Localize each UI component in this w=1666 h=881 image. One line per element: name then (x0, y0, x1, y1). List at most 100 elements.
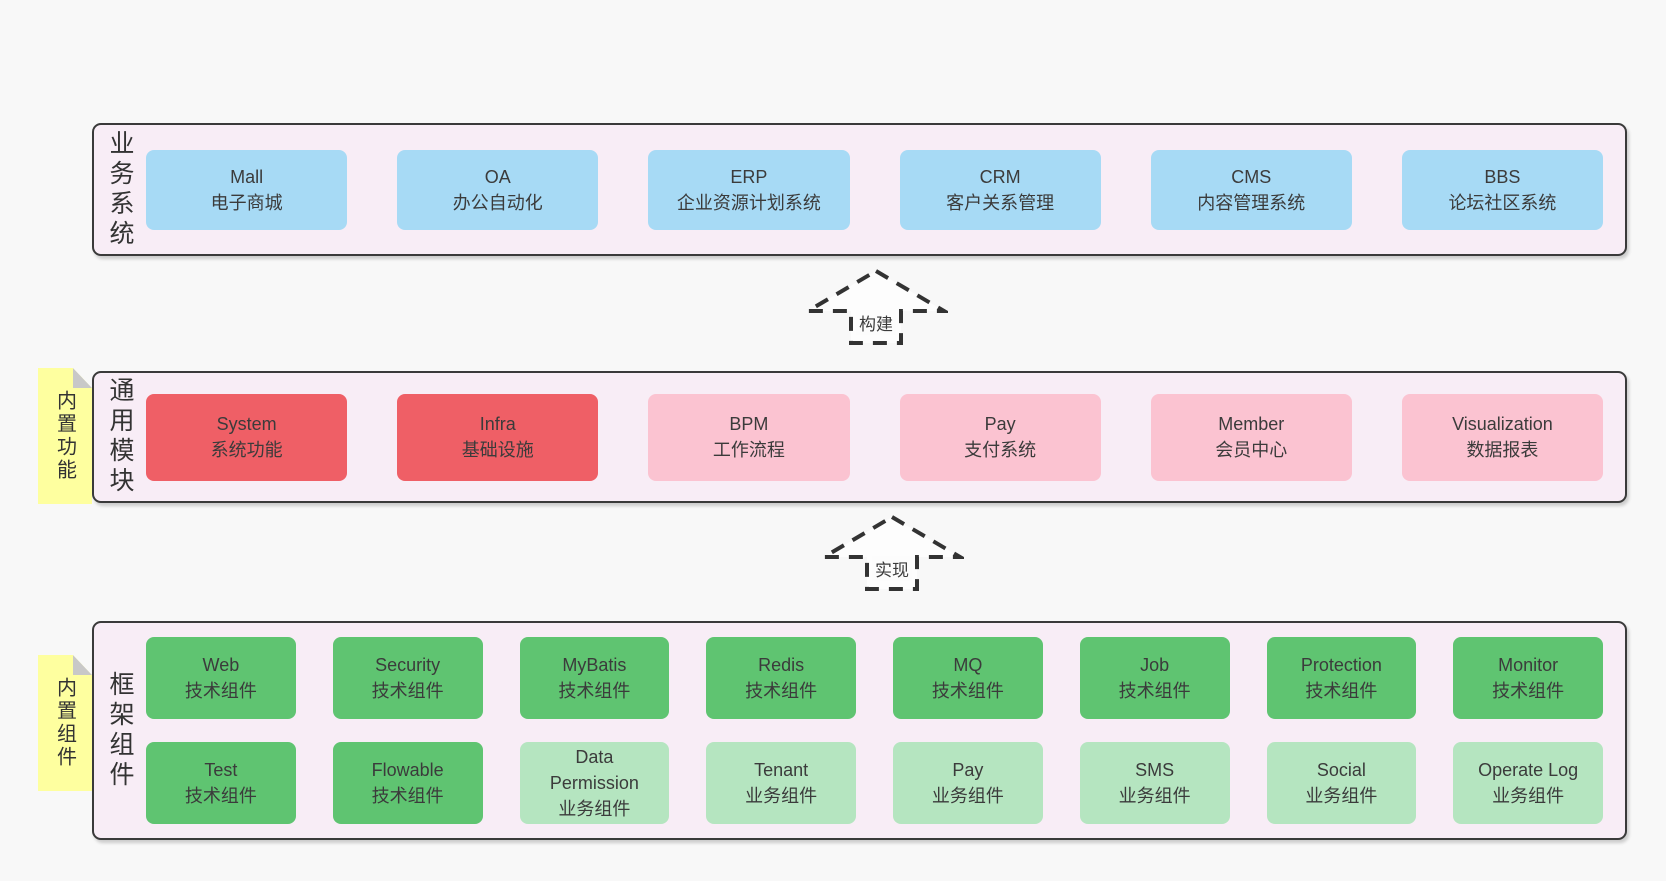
up-arrow-icon (820, 514, 964, 591)
component-name: Web (202, 655, 240, 675)
up-arrow-icon (804, 268, 948, 345)
component-box-social: Social 业务组件 (1266, 742, 1417, 824)
sticky-note-label: 内置组件 (53, 677, 76, 769)
component-subtitle: 业务组件 (1492, 786, 1565, 806)
component-subtitle: 业务组件 (1305, 786, 1378, 806)
component-subtitle: 技术组件 (371, 786, 444, 806)
component-subtitle: 技术组件 (184, 681, 257, 701)
component-name: Security (375, 655, 441, 675)
component-name: Mall (230, 166, 264, 187)
component-name: Social (1316, 760, 1366, 780)
component-name: Visualization (1452, 414, 1553, 434)
component-subtitle: 内容管理系统 (1197, 192, 1306, 213)
component-box-security: Security 技术组件 (332, 637, 483, 719)
component-subtitle: 客户关系管理 (946, 192, 1055, 213)
component-name: Redis (758, 655, 805, 675)
sticky-note-built-in-components: 内置组件 (38, 655, 92, 791)
component-subtitle: 数据报表 (1466, 440, 1539, 460)
component-box-crm: CRM 客户关系管理 (899, 149, 1101, 230)
arrow-build: 构建 (804, 268, 948, 346)
component-box-cms: CMS 内容管理系统 (1150, 149, 1352, 230)
component-subtitle: 支付系统 (964, 440, 1037, 460)
arrow-label: 实现 (872, 556, 912, 581)
component-box-infra: Infra 基础设施 (397, 393, 599, 481)
component-name: Member (1218, 414, 1285, 434)
component-box-protection: Protection 技术组件 (1266, 637, 1417, 719)
component-box-web: Web 技术组件 (146, 637, 296, 719)
component-subtitle: 业务组件 (745, 786, 818, 806)
component-subtitle: 基础设施 (461, 440, 534, 460)
component-box-mall: Mall 电子商城 (146, 149, 348, 230)
component-subtitle: 技术组件 (1492, 681, 1565, 701)
sticky-note-label: 内置功能 (53, 390, 76, 482)
component-subtitle: 工作流程 (712, 440, 785, 460)
component-box-pay: Pay 业务组件 (893, 742, 1043, 824)
sticky-fold-corner-icon (73, 655, 92, 675)
component-name: Monitor (1498, 655, 1559, 675)
component-name: MyBatis (562, 655, 627, 675)
component-subtitle: 会员中心 (1215, 440, 1288, 460)
component-name: CRM (979, 166, 1021, 187)
component-name: Infra (479, 414, 516, 434)
component-name: MQ (953, 655, 983, 675)
component-name: BPM (729, 414, 769, 434)
component-box-monitor: Monitor 技术组件 (1453, 637, 1603, 719)
component-name: Pay (952, 760, 984, 780)
component-subtitle: 论坛社区系统 (1448, 192, 1557, 213)
component-name: Pay (984, 414, 1016, 434)
component-name: Tenant (754, 760, 809, 780)
component-name: CMS (1231, 166, 1272, 187)
component-box-sms: SMS 业务组件 (1079, 742, 1230, 824)
component-subtitle: 技术组件 (1118, 681, 1191, 701)
component-name: ERP (730, 166, 768, 187)
component-box-bpm: BPM 工作流程 (648, 393, 850, 481)
component-box-tenant: Tenant 业务组件 (706, 742, 856, 824)
component-name: BBS (1484, 166, 1521, 187)
component-name: Flowable (371, 760, 444, 780)
component-subtitle: 技术组件 (745, 681, 818, 701)
arrow-implement: 实现 (820, 514, 964, 592)
arrow-label: 构建 (856, 310, 896, 335)
component-subtitle: 业务组件 (1118, 786, 1191, 806)
component-subtitle: 技术组件 (184, 786, 257, 806)
layer-label-framework-components: 框架组件 (106, 670, 134, 791)
component-name: Test (204, 760, 238, 780)
component-name: Data Permission (549, 747, 639, 793)
component-subtitle: 技术组件 (931, 681, 1004, 701)
component-box-erp: ERP 企业资源计划系统 (648, 149, 850, 230)
component-name: SMS (1135, 760, 1175, 780)
component-box-pay: Pay 支付系统 (899, 393, 1101, 481)
component-subtitle: 技术组件 (371, 681, 444, 701)
layer-label-business-systems: 业务系统 (106, 129, 134, 250)
component-subtitle: 技术组件 (1305, 681, 1378, 701)
component-name: Operate Log (1478, 760, 1579, 780)
component-subtitle: 业务组件 (558, 799, 631, 819)
component-box-bbs: BBS 论坛社区系统 (1401, 149, 1604, 230)
component-box-visualization: Visualization 数据报表 (1401, 393, 1604, 481)
component-box-flowable: Flowable 技术组件 (332, 742, 483, 824)
component-box-operate-log: Operate Log 业务组件 (1453, 742, 1603, 824)
component-box-data-permission: Data Permission 业务组件 (519, 742, 670, 824)
component-box-member: Member 会员中心 (1150, 393, 1352, 481)
sticky-fold-corner-icon (73, 368, 92, 388)
component-subtitle: 系统功能 (210, 440, 283, 460)
component-subtitle: 业务组件 (931, 786, 1004, 806)
component-name: Protection (1300, 655, 1382, 675)
component-subtitle: 企业资源计划系统 (676, 192, 821, 213)
component-box-test: Test 技术组件 (146, 742, 296, 824)
component-box-mq: MQ 技术组件 (893, 637, 1043, 719)
sticky-note-built-in-features: 内置功能 (38, 368, 92, 504)
component-subtitle: 电子商城 (210, 192, 283, 213)
layer-label-common-modules: 通用模块 (106, 377, 134, 497)
